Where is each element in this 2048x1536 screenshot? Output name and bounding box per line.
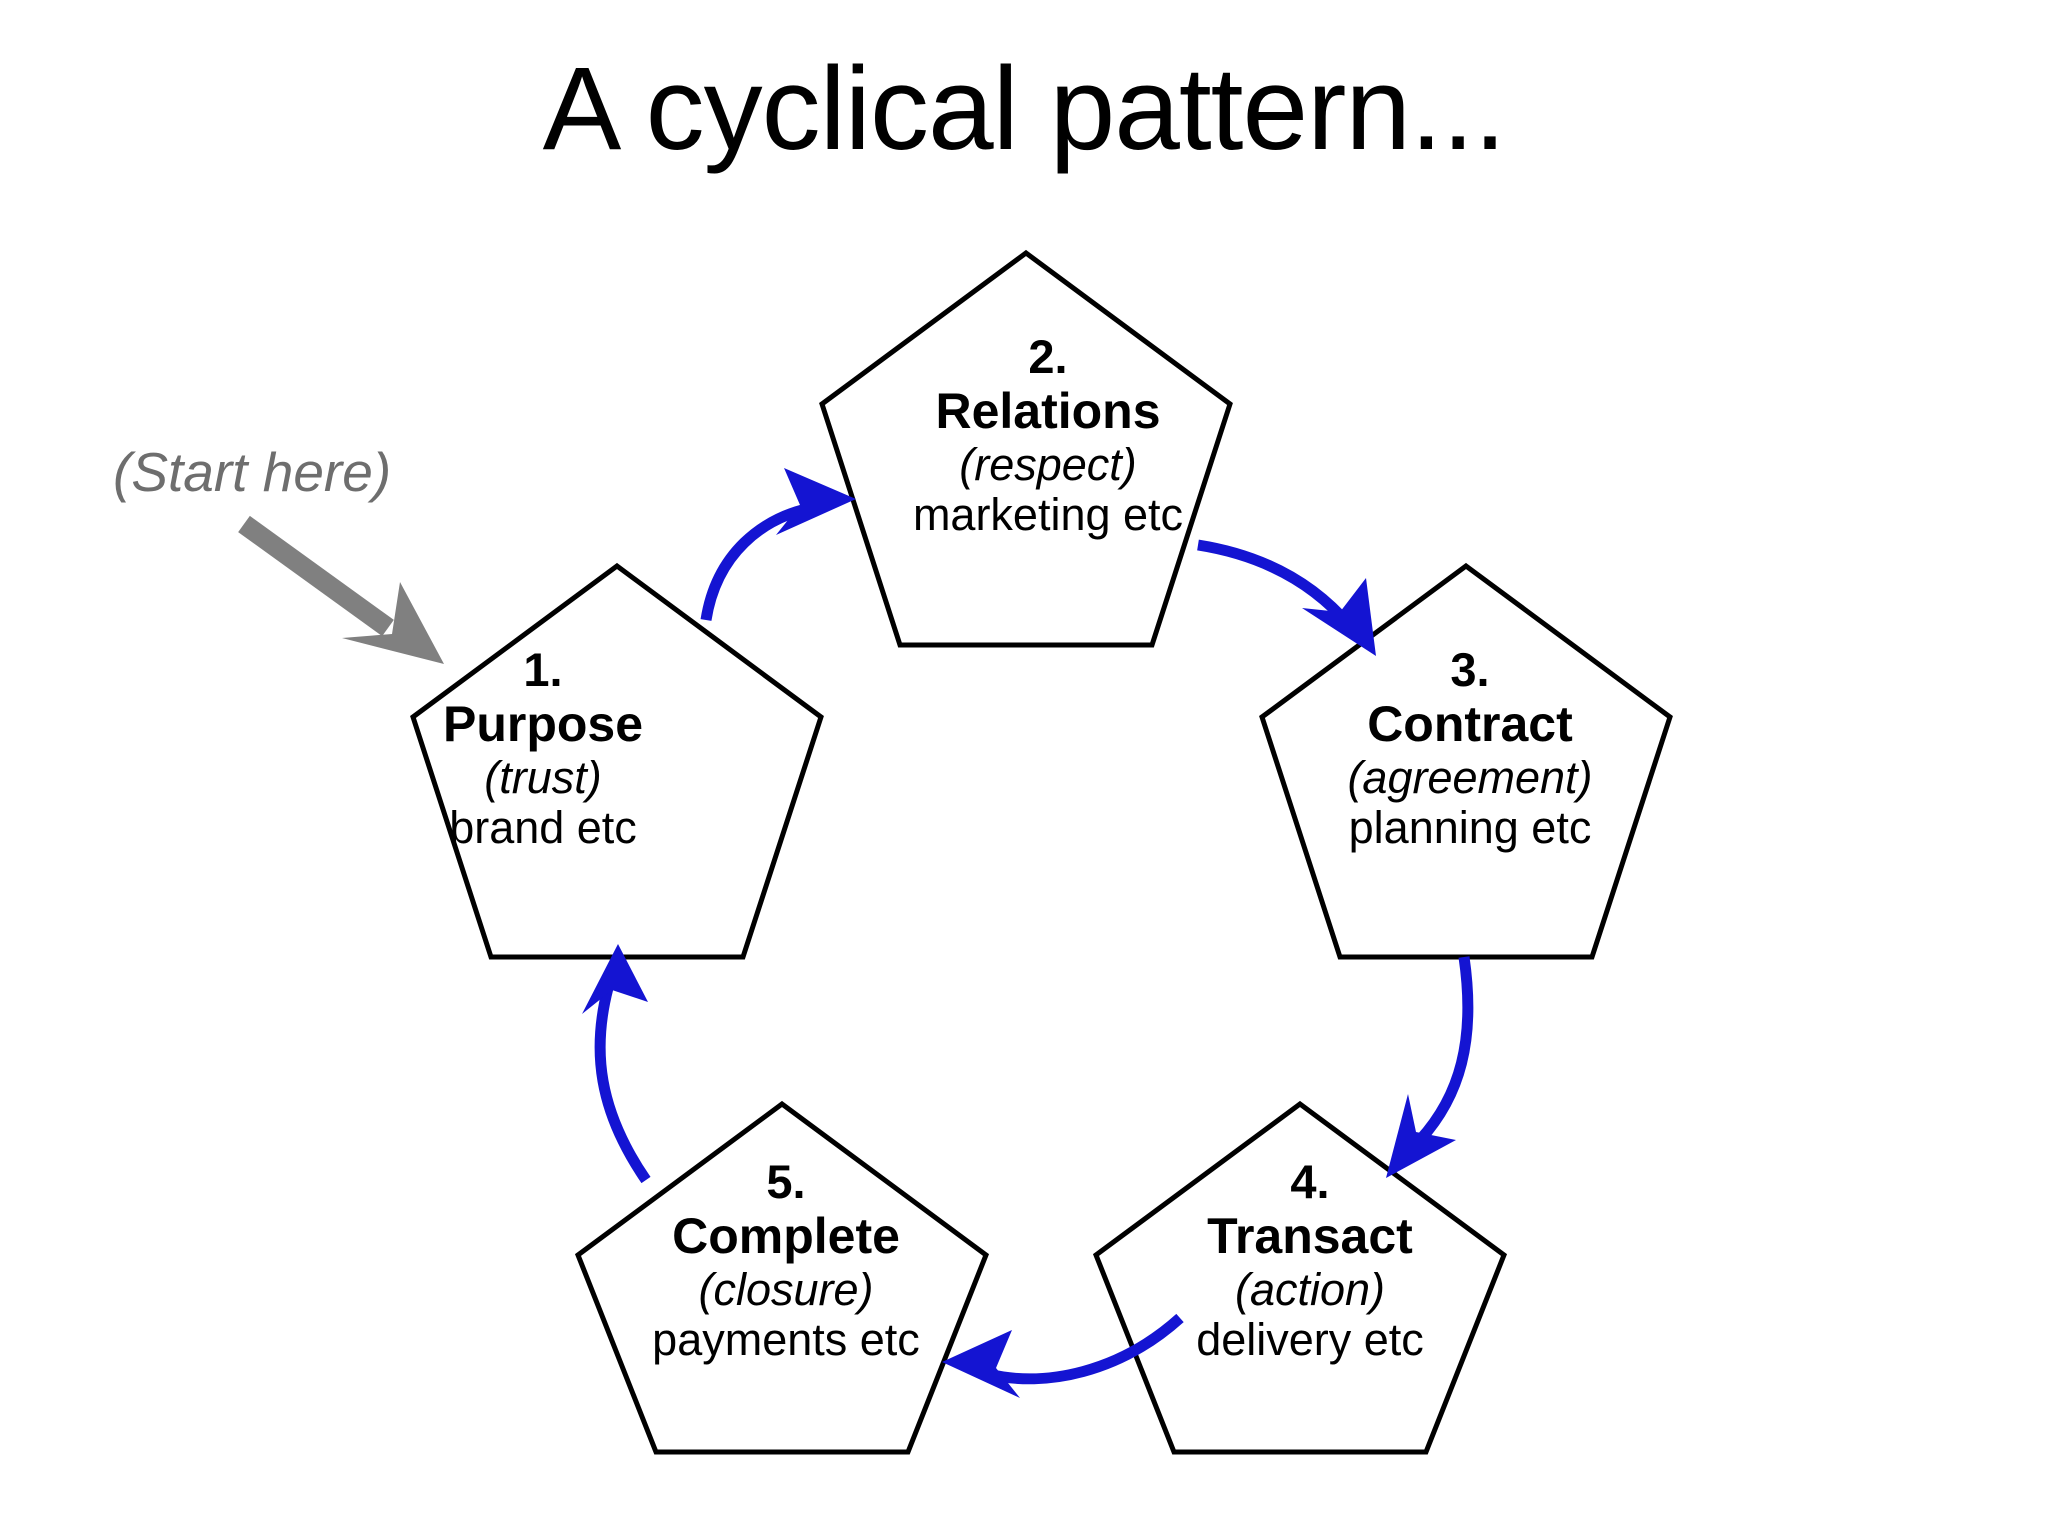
node-detail-complete: payments etc xyxy=(652,1314,920,1366)
pentagon-transact[interactable] xyxy=(1092,1100,1508,1455)
node-number-transact: 4. xyxy=(1290,1155,1330,1208)
node-subtitle-complete: (closure) xyxy=(698,1263,874,1315)
node-title-purpose: Purpose xyxy=(442,696,644,753)
node-label-purpose[interactable]: 1. Purpose (trust) brand etc xyxy=(373,643,713,854)
pentagon-relations[interactable] xyxy=(819,249,1233,648)
connector-relations-to-contract xyxy=(1197,539,1376,656)
node-subtitle-purpose: (trust) xyxy=(484,751,602,803)
node-subtitle-transact: (action) xyxy=(1234,1263,1386,1315)
node-subtitle-contract: (agreement) xyxy=(1347,751,1593,803)
node-label-contract[interactable]: 3. Contract (agreement) planning etc xyxy=(1300,643,1640,854)
connector-complete-to-purpose xyxy=(582,944,651,1184)
node-number-contract: 3. xyxy=(1450,643,1490,696)
node-label-relations[interactable]: 2. Relations (respect) marketing etc xyxy=(878,330,1218,541)
node-label-complete[interactable]: 5. Complete (closure) payments etc xyxy=(616,1155,956,1366)
node-detail-purpose: brand etc xyxy=(449,802,637,854)
connector-contract-to-transact xyxy=(1386,956,1474,1178)
node-detail-contract: planning etc xyxy=(1348,802,1592,854)
node-detail-relations: marketing etc xyxy=(912,489,1184,541)
connector-transact-to-complete xyxy=(942,1313,1184,1398)
node-detail-transact: delivery etc xyxy=(1196,1314,1424,1366)
node-title-relations: Relations xyxy=(935,383,1161,440)
start-here-arrow-icon xyxy=(238,515,444,664)
connector-purpose-to-relations xyxy=(700,468,856,621)
start-here-label: (Start here) xyxy=(113,441,392,503)
node-number-relations: 2. xyxy=(1028,330,1068,383)
node-title-contract: Contract xyxy=(1367,696,1573,753)
node-number-complete: 5. xyxy=(766,1155,806,1208)
node-title-complete: Complete xyxy=(672,1208,900,1265)
node-subtitle-relations: (respect) xyxy=(959,438,1137,490)
node-title-transact: Transact xyxy=(1207,1208,1413,1265)
pentagon-complete[interactable] xyxy=(574,1100,990,1455)
node-label-transact[interactable]: 4. Transact (action) delivery etc xyxy=(1140,1155,1480,1366)
page-title: A cyclical pattern... xyxy=(542,43,1507,175)
node-number-purpose: 1. xyxy=(523,643,563,696)
